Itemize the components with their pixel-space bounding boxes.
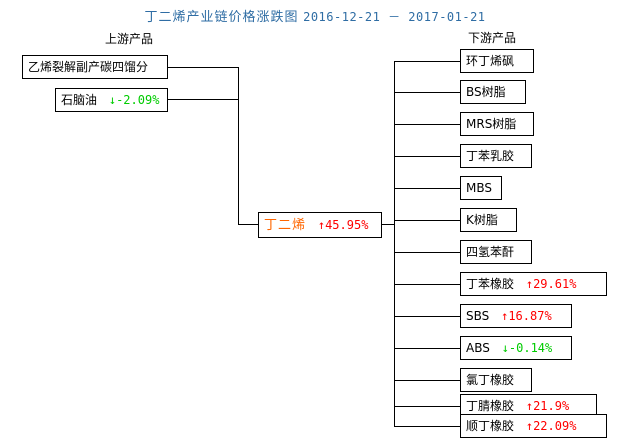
- node-label: 环丁烯砜: [466, 54, 515, 68]
- node-label: 顺丁橡胶: [466, 419, 515, 433]
- node-label: 四氢苯酐: [466, 245, 515, 259]
- connector-center-to-right-bus: [382, 224, 395, 225]
- node-delta: ↑45.95%: [317, 218, 369, 232]
- downstream-node-3[interactable]: 丁苯乳胶: [460, 144, 532, 168]
- connector-downstream-1: [394, 92, 460, 93]
- node-label: MRS树脂: [466, 117, 517, 131]
- node-label: MBS: [466, 181, 492, 195]
- node-delta: ↑16.87%: [501, 309, 552, 323]
- connector-left-bus-to-center: [238, 224, 258, 225]
- node-label: BS树脂: [466, 85, 506, 99]
- upstream-node-0[interactable]: 乙烯裂解副产碳四馏分: [22, 55, 168, 79]
- connector-downstream-6: [394, 252, 460, 253]
- downstream-node-9[interactable]: ABS ↓-0.14%: [460, 336, 572, 360]
- connector-downstream-12: [394, 426, 460, 427]
- downstream-node-6[interactable]: 四氢苯酐: [460, 240, 532, 264]
- node-label: 丁苯乳胶: [466, 149, 515, 163]
- connector-downstream-10: [394, 380, 460, 381]
- node-delta: ↓-2.09%: [108, 93, 160, 107]
- node-label: SBS: [466, 309, 490, 323]
- downstream-node-2[interactable]: MRS树脂: [460, 112, 534, 136]
- node-label: 石脑油: [61, 93, 98, 107]
- connector-downstream-0: [394, 61, 460, 62]
- left-bus-line: [238, 67, 239, 225]
- node-label: K树脂: [466, 213, 498, 227]
- connector-downstream-8: [394, 316, 460, 317]
- node-label: 乙烯裂解副产碳四馏分: [28, 60, 149, 74]
- connector-downstream-11: [394, 406, 460, 407]
- downstream-node-8[interactable]: SBS ↑16.87%: [460, 304, 572, 328]
- downstream-node-5[interactable]: K树脂: [460, 208, 517, 232]
- connector-downstream-2: [394, 124, 460, 125]
- connector-downstream-3: [394, 156, 460, 157]
- downstream-column-header: 下游产品: [468, 31, 517, 45]
- node-delta: ↑21.9%: [525, 399, 570, 413]
- connector-downstream-5: [394, 220, 460, 221]
- node-label: 丁腈橡胶: [466, 399, 515, 413]
- downstream-node-10[interactable]: 氯丁橡胶: [460, 368, 532, 392]
- center-node-butadiene[interactable]: 丁二烯 ↑45.95%: [258, 212, 382, 238]
- node-label: ABS: [466, 341, 490, 355]
- page-title-date-range: 2016-12-21 － 2017-01-21: [303, 10, 486, 24]
- connector-downstream-7: [394, 284, 460, 285]
- downstream-node-12[interactable]: 顺丁橡胶 ↑22.09%: [460, 414, 607, 438]
- page-title-main: 丁二烯产业链价格涨跌图: [144, 10, 299, 25]
- downstream-node-4[interactable]: MBS: [460, 176, 502, 200]
- node-delta: ↓-0.14%: [501, 341, 553, 355]
- node-label: 氯丁橡胶: [466, 373, 515, 387]
- upstream-node-1[interactable]: 石脑油 ↓-2.09%: [55, 88, 168, 112]
- page-title: 丁二烯产业链价格涨跌图 2016-12-21 － 2017-01-21: [0, 6, 630, 25]
- downstream-node-0[interactable]: 环丁烯砜: [460, 49, 534, 73]
- connector-downstream-9: [394, 348, 460, 349]
- node-label: 丁二烯: [264, 218, 307, 233]
- connector-downstream-4: [394, 188, 460, 189]
- node-delta: ↑29.61%: [525, 277, 577, 291]
- right-bus-line: [394, 61, 395, 426]
- downstream-node-7[interactable]: 丁苯橡胶 ↑29.61%: [460, 272, 607, 296]
- upstream-column-header: 上游产品: [105, 32, 154, 46]
- downstream-node-1[interactable]: BS树脂: [460, 80, 526, 104]
- connector-upstream-0: [168, 67, 239, 68]
- node-label: 丁苯橡胶: [466, 277, 515, 291]
- node-delta: ↑22.09%: [525, 419, 577, 433]
- connector-upstream-1: [168, 99, 239, 100]
